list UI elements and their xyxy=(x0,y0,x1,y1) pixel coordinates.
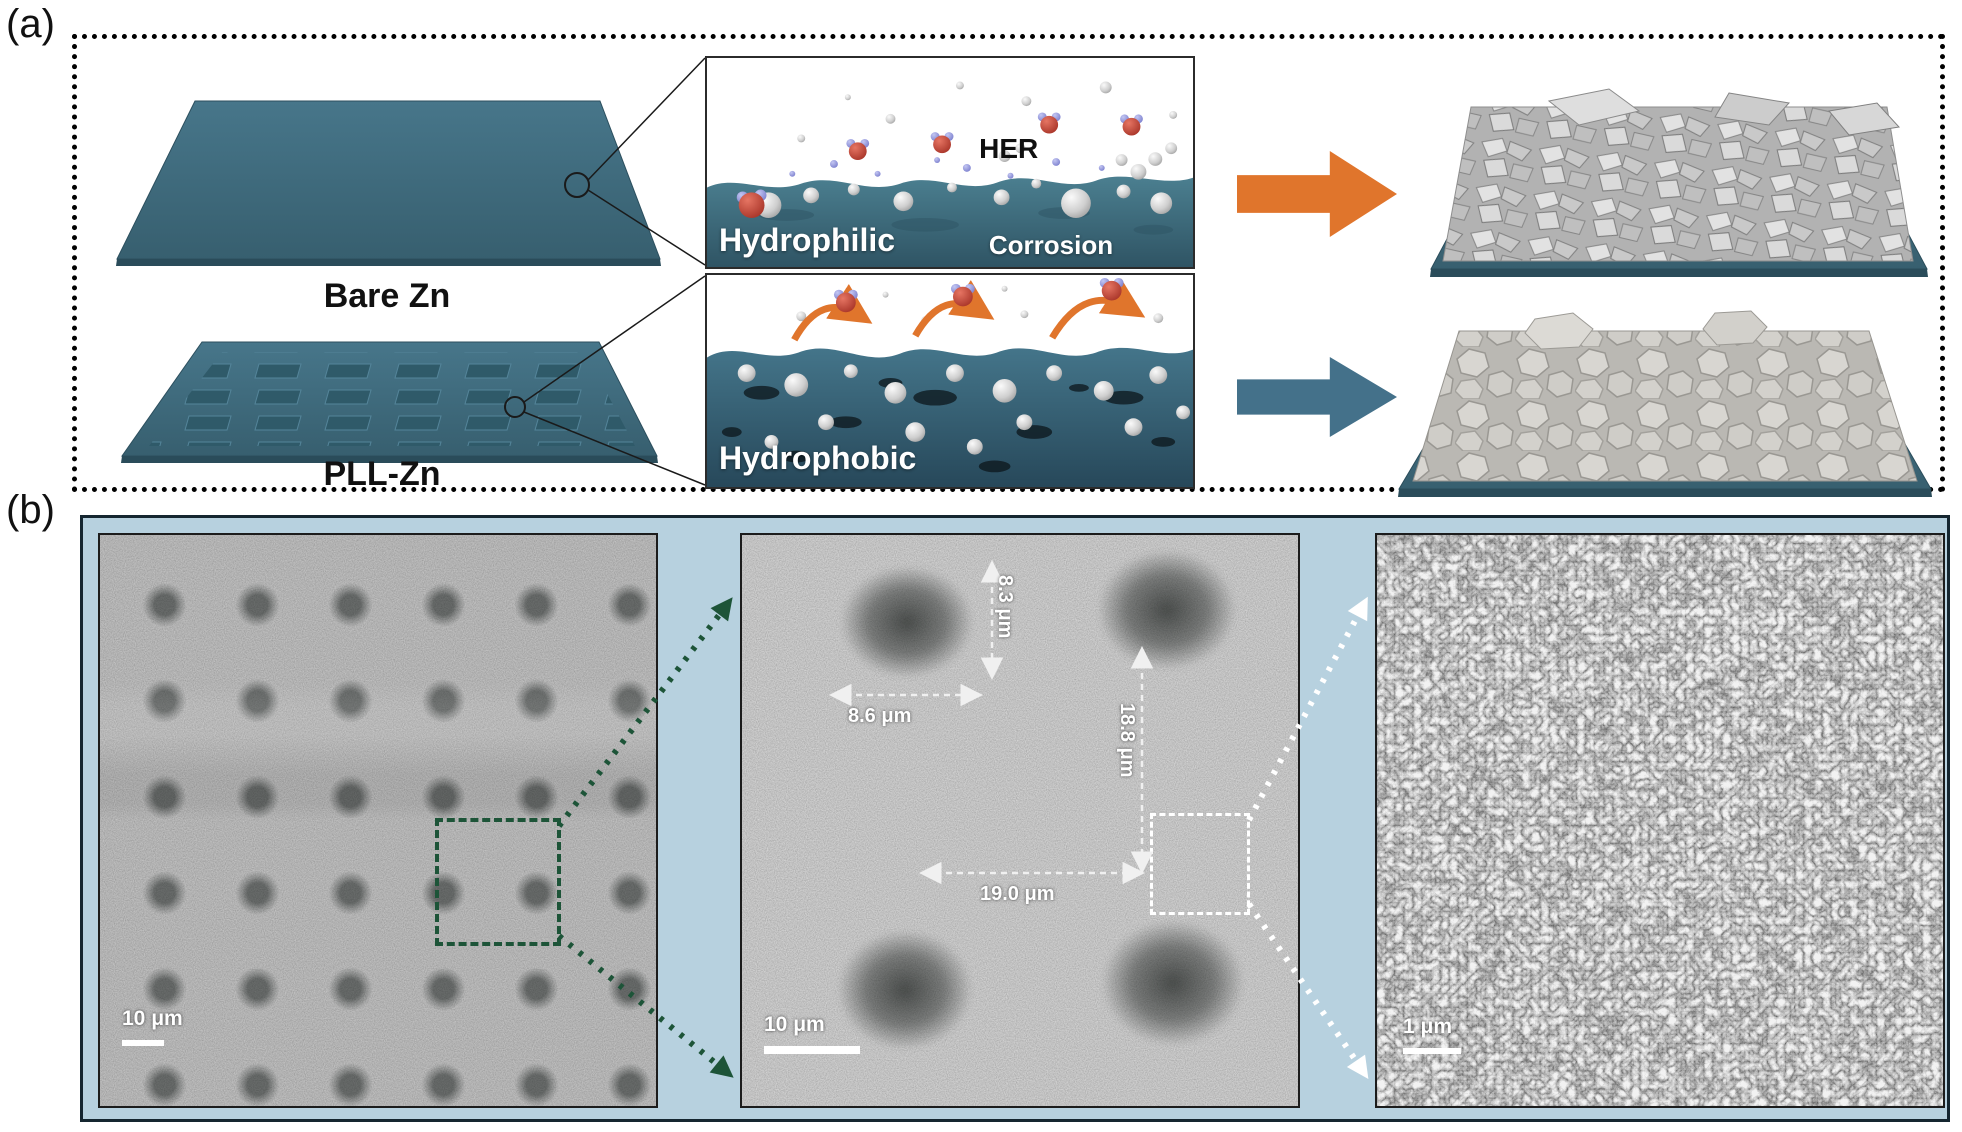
corrosion-label: Corrosion xyxy=(988,230,1114,260)
hydrophilic-label: Hydrophilic xyxy=(719,222,896,258)
pll-process-arrow xyxy=(1237,357,1397,437)
her-label: HER xyxy=(979,133,1039,165)
water-molecules xyxy=(736,112,1143,218)
scale-bar xyxy=(764,1046,860,1054)
scale-bar xyxy=(1403,1048,1461,1054)
panel-a-label: (a) xyxy=(6,2,55,46)
panel-b-label: (b) xyxy=(6,488,55,532)
panel-a: Bare Zn xyxy=(72,34,1945,497)
sem-image-mid-mag: 8.3 μm 8.6 μm 18.8 μm 19.0 μm 10 μm xyxy=(740,533,1300,1108)
sem-noise-texture xyxy=(1377,535,1943,1106)
scan-band-artifact xyxy=(100,535,656,1106)
pitch-horizontal-label: 19.0 μm xyxy=(980,883,1055,905)
hydrophilic-inset: HER Hydrophilic Corrosion xyxy=(705,56,1195,269)
pll-zn-caption: PLL-Zn xyxy=(323,455,441,493)
zoom-region-box-green xyxy=(435,818,561,946)
pll-pad-blob xyxy=(834,927,976,1053)
hydrophobic-label: Hydrophobic xyxy=(719,440,917,476)
sem-image-high-mag: 1 μm xyxy=(1375,533,1945,1108)
bare-zn-caption: Bare Zn xyxy=(323,277,451,315)
hydrophobic-scene xyxy=(707,275,1193,487)
hydrophobic-inset: Hydrophobic xyxy=(705,273,1195,489)
hexagonal-deposits xyxy=(1412,330,1918,482)
water-molecules xyxy=(833,277,1124,313)
pad-width-label: 8.6 μm xyxy=(848,705,912,727)
pll-pattern-bumps xyxy=(149,352,635,446)
corrosion-flakes xyxy=(1442,106,1914,262)
hydrophilic-scene xyxy=(707,58,1193,267)
surface-pores xyxy=(721,378,1176,473)
pll-pad-blob xyxy=(1098,917,1248,1049)
measurement-overlay xyxy=(829,560,1154,885)
bare-zn-plate xyxy=(116,100,661,266)
repel-arrows xyxy=(791,278,1146,342)
sem-image-low-mag: 10 μm xyxy=(98,533,658,1108)
corroded-zn-result xyxy=(1430,88,1928,277)
scale-bar-label: 10 μm xyxy=(122,1007,183,1030)
scale-bar-label: 10 μm xyxy=(764,1013,825,1036)
pitch-vertical-label: 18.8 μm xyxy=(1116,703,1138,778)
hydrogen-dots xyxy=(789,157,1105,179)
bare-process-arrow xyxy=(1237,151,1397,237)
scale-bar xyxy=(122,1040,164,1046)
pll-pad-blob xyxy=(1094,547,1240,673)
zinc-spheres xyxy=(737,285,1191,455)
uniform-zn-result xyxy=(1398,310,1932,497)
pll-pad-blob xyxy=(837,563,977,681)
panel-b: 10 μm 8.3 μm 8.6 μm 18.8 μm 19.0 μm 10 μ… xyxy=(80,515,1950,1122)
pad-height-label: 8.3 μm xyxy=(994,575,1016,639)
pll-zn-plate xyxy=(121,341,658,463)
scale-bar-label: 1 μm xyxy=(1403,1015,1453,1038)
